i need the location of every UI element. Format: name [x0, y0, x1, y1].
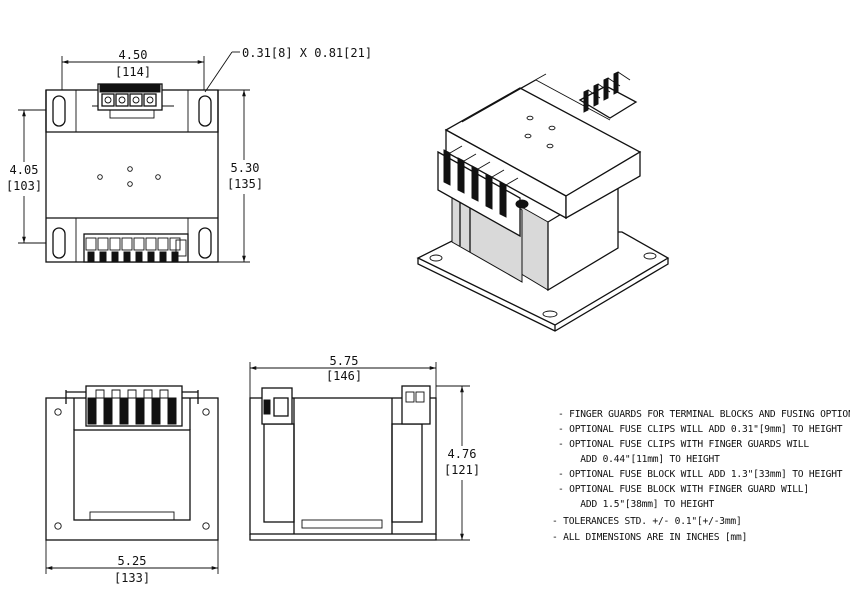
note-line: - OPTIONAL FUSE CLIPS WILL ADD 0.31"[9mm…	[558, 424, 843, 435]
top-width-metric: [114]	[115, 65, 151, 79]
right-height-metric: [135]	[227, 177, 263, 191]
slot-top-left	[52, 95, 66, 127]
note-line: - ALL DIMENSIONS ARE IN INCHES [mm]	[552, 532, 747, 543]
slot-bottom-right	[198, 227, 212, 259]
right-height-value: 5.30	[231, 161, 260, 175]
left-height-metric: [103]	[6, 179, 42, 193]
iso-top-terminals	[578, 71, 638, 119]
note-line: ADD 0.44"[11mm] TO HEIGHT	[558, 454, 720, 465]
side-height-metric: [121]	[444, 463, 480, 477]
front-terminal-strip	[85, 385, 183, 427]
front-view: 5.25 [133]	[45, 385, 219, 585]
notes-block: - FINGER GUARDS FOR TERMINAL BLOCKS AND …	[552, 409, 850, 543]
isometric-view	[416, 71, 670, 332]
top-terminal-strip	[97, 83, 163, 119]
top-view: 4.50 [114] 0.31[8] X 0.81[21] 4.05 [103]…	[4, 46, 372, 263]
top-width-value: 4.50	[119, 48, 148, 62]
side-height-value: 4.76	[448, 447, 477, 461]
bottom-terminal-strip	[83, 233, 189, 263]
front-width-metric: [133]	[114, 571, 150, 585]
side-outline	[249, 397, 437, 535]
note-line: - FINGER GUARDS FOR TERMINAL BLOCKS AND …	[558, 409, 850, 420]
side-width-metric: [146]	[326, 369, 362, 383]
note-line: - TOLERANCES STD. +/- 0.1"[+/-3mm]	[552, 516, 742, 527]
note-line: - OPTIONAL FUSE BLOCK WITH FINGER GUARD …	[558, 484, 809, 495]
slot-bottom-left	[52, 227, 66, 259]
front-width-value: 5.25	[118, 554, 147, 568]
note-line: ADD 1.5"[38mm] TO HEIGHT	[558, 499, 715, 510]
side-terminals	[261, 385, 431, 425]
side-view: 5.75 [146] 4.76 [121]	[249, 354, 482, 541]
center-hole	[97, 174, 103, 180]
left-height-value: 4.05	[10, 163, 39, 177]
front-coil	[73, 429, 191, 521]
side-width-value: 5.75	[330, 354, 359, 368]
slot-top-right	[198, 95, 212, 127]
note-line: - OPTIONAL FUSE CLIPS WITH FINGER GUARDS…	[558, 439, 809, 450]
note-line: - OPTIONAL FUSE BLOCK WILL ADD 1.3"[33mm…	[558, 469, 843, 480]
slot-size-label: 0.31[8] X 0.81[21]	[242, 46, 372, 60]
iso-front-terminals	[437, 145, 529, 238]
